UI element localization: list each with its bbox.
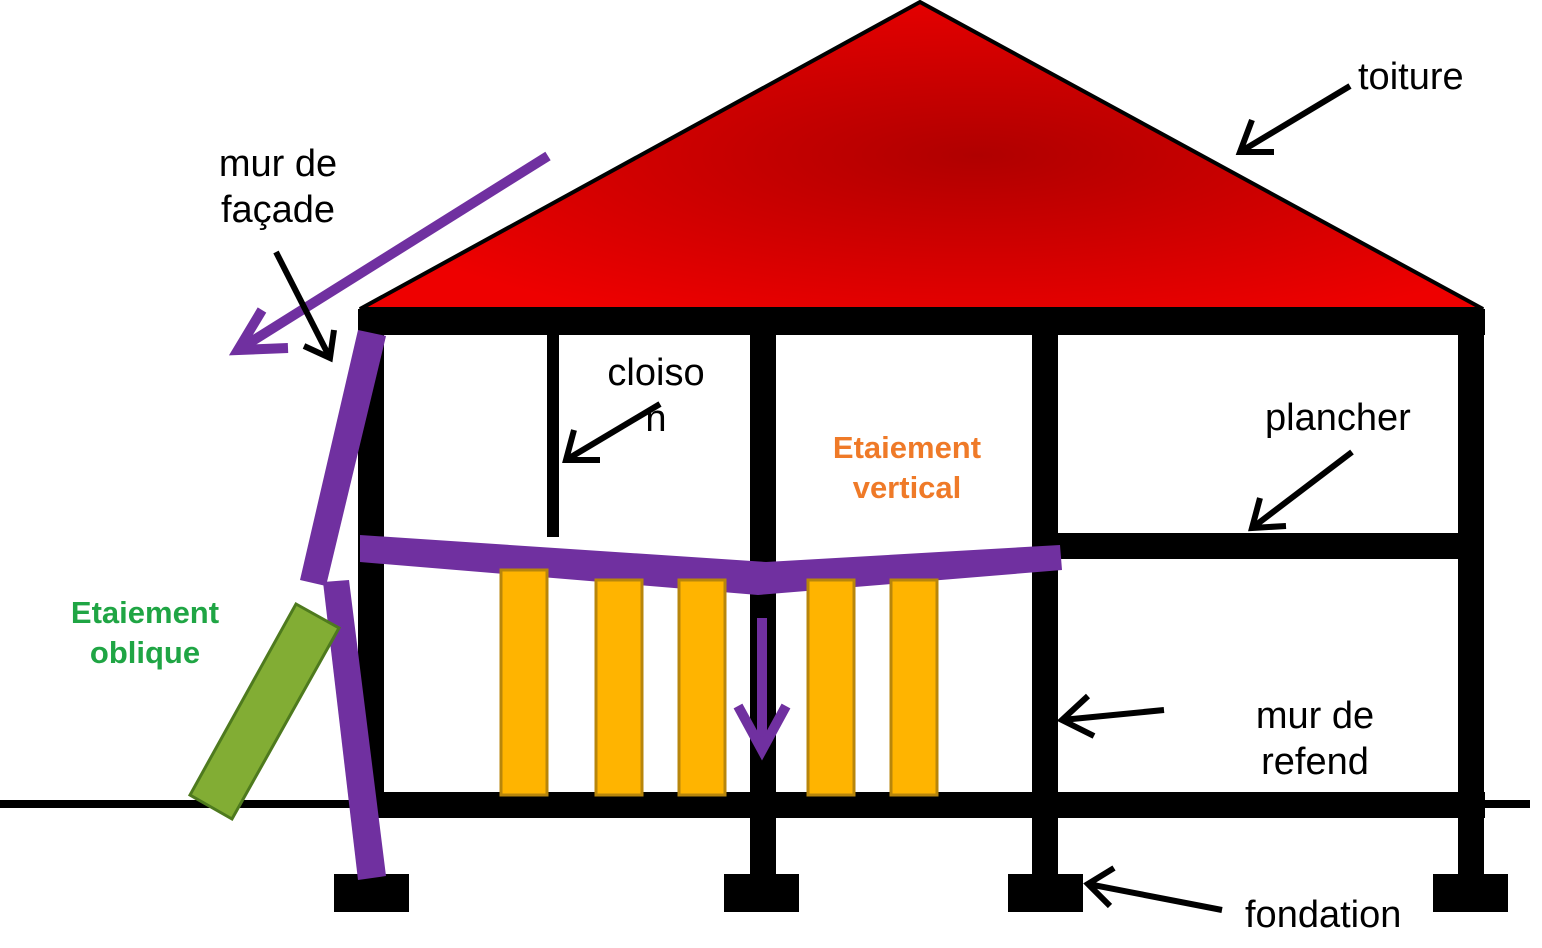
facade-arrow-icon: [273, 250, 337, 363]
roof: [359, 0, 1484, 311]
label-toiture: toiture: [1358, 56, 1464, 98]
central-refend-wall: [750, 309, 776, 884]
label-mur-refend-line1: mur de: [1255, 695, 1375, 737]
refend-arrow-icon: [1056, 693, 1165, 739]
label-etaiement-oblique-line1: Etaiement: [70, 595, 220, 630]
ceiling-beam: [358, 309, 1485, 335]
right-refend-wall: [1032, 309, 1058, 884]
toiture-arrow-icon: [1235, 83, 1352, 155]
label-plancher: plancher: [1265, 397, 1411, 439]
deformed-facade-upper: [300, 330, 386, 586]
label-fondation: fondation: [1245, 894, 1402, 936]
partition-wall: [547, 309, 559, 537]
foundation-4: [1433, 874, 1508, 912]
deformed-facade-lower: [323, 580, 386, 880]
oblique-shoring: [187, 601, 342, 822]
label-etaiement-vertical-line2: vertical: [852, 470, 962, 506]
shoring-prop-3: [677, 578, 727, 797]
label-cloison-line1: cloiso: [607, 352, 705, 394]
right-facade-wall: [1458, 309, 1484, 884]
foundation-1: [334, 874, 409, 912]
label-mur-facade-line2: façade: [220, 188, 336, 231]
deformed-floor: [360, 535, 1062, 595]
vertical-shoring: [499, 568, 939, 797]
floor-deflection-arrow-icon: [733, 618, 791, 761]
label-mur-facade: mur de façade: [206, 142, 350, 233]
label-etaiement-vertical: Etaiement vertical: [806, 429, 1008, 506]
fondation-arrow-icon: [1083, 865, 1223, 913]
label-mur-facade-line1: mur de: [218, 143, 338, 185]
plancher-arrow-icon: [1248, 449, 1354, 532]
floor-right: [1032, 533, 1484, 559]
shoring-prop-1: [499, 568, 549, 797]
label-etaiement-vertical-line1: Etaiement: [832, 430, 982, 465]
shoring-prop-5: [889, 578, 939, 797]
cloison-arrow-icon: [562, 401, 662, 463]
label-etaiement-oblique: Etaiement oblique: [44, 594, 246, 671]
label-cloison-line2: n: [645, 397, 667, 440]
label-cloison: cloiso n: [596, 351, 716, 442]
pointer-arrows: [273, 83, 1354, 913]
foundation-2: [724, 874, 799, 912]
label-etaiement-oblique-line2: oblique: [89, 635, 201, 671]
facade-tilt-arrow-icon: [228, 151, 551, 356]
label-mur-refend: mur de refend: [1240, 694, 1390, 785]
shoring-prop-4: [806, 578, 856, 797]
label-mur-refend-line2: refend: [1261, 740, 1369, 783]
foundation-3: [1008, 874, 1083, 912]
shoring-prop-2: [594, 578, 644, 797]
